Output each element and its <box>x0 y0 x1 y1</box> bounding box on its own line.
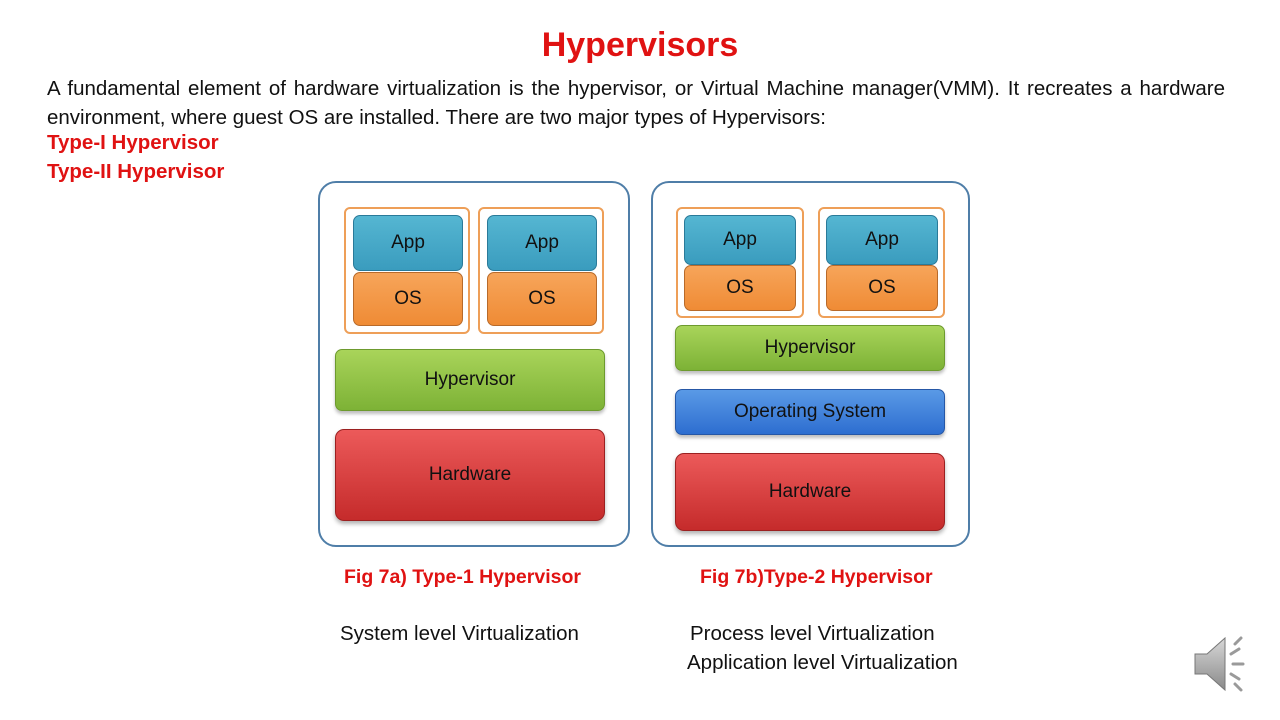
vm-box: App OS <box>478 207 604 334</box>
hypervisor-layer: Hypervisor <box>335 349 605 411</box>
vm-box: App OS <box>676 207 804 318</box>
speaker-icon[interactable] <box>1193 632 1257 696</box>
app-block: App <box>684 215 796 265</box>
os-block: OS <box>353 272 463 326</box>
operating-system-layer: Operating System <box>675 389 945 435</box>
app-block: App <box>487 215 597 271</box>
intro-paragraph: A fundamental element of hardware virtua… <box>47 77 1225 129</box>
vm-box: App OS <box>818 207 945 318</box>
type-2-note-2: Application level Virtualization <box>687 651 958 674</box>
hardware-layer: Hardware <box>335 429 605 521</box>
app-block: App <box>826 215 938 265</box>
os-block: OS <box>487 272 597 326</box>
type-2-label: Type-II Hypervisor <box>47 160 225 183</box>
type-1-label: Type-I Hypervisor <box>47 131 219 154</box>
fig-7b-caption: Fig 7b)Type-2 Hypervisor <box>700 566 933 588</box>
vm-box: App OS <box>344 207 470 334</box>
os-block: OS <box>684 265 796 311</box>
slide-title: Hypervisors <box>541 26 739 64</box>
fig-7a-caption: Fig 7a) Type-1 Hypervisor <box>344 566 581 588</box>
app-block: App <box>353 215 463 271</box>
type-2-note-1: Process level Virtualization <box>690 622 935 645</box>
type-1-note: System level Virtualization <box>340 622 579 645</box>
hardware-layer: Hardware <box>675 453 945 531</box>
type-1-diagram: App OS App OS Hypervisor Hardware <box>318 181 630 547</box>
os-block: OS <box>826 265 938 311</box>
type-2-diagram: App OS App OS Hypervisor Operating Syste… <box>651 181 970 547</box>
hypervisor-layer: Hypervisor <box>675 325 945 371</box>
